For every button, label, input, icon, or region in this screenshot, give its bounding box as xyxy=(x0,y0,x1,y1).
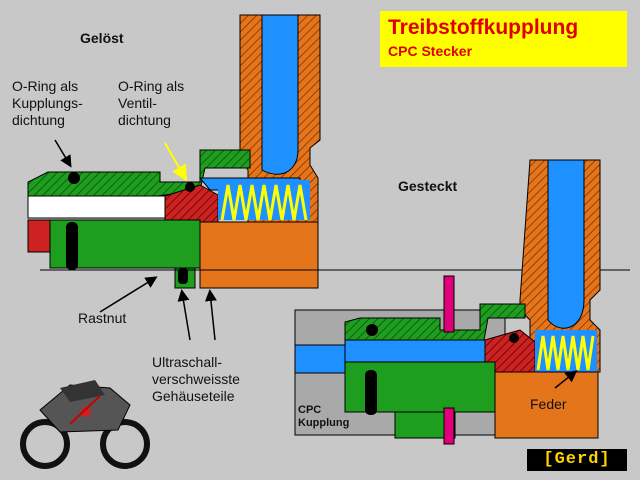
bottom-black-pin xyxy=(365,370,377,415)
gerd-logo: [Gerd] xyxy=(527,449,627,471)
label-geloest: Gelöst xyxy=(80,30,124,46)
bottom-blue-bore xyxy=(344,339,486,363)
label-ultraschall: Ultraschall- verschweisste Gehäuseteile xyxy=(152,354,240,404)
title-sub: CPC Stecker xyxy=(388,43,473,59)
top-black-pin xyxy=(66,222,78,270)
label-feder: Feder xyxy=(530,396,567,412)
leader-lines xyxy=(54,139,578,425)
bottom-oring-coupling xyxy=(366,324,378,336)
top-fuel-channel xyxy=(261,14,299,175)
top-assembly-released xyxy=(27,14,321,289)
top-white-bore xyxy=(27,195,169,219)
label-oring-kupplung: O-Ring als Kupplungs- dichtung xyxy=(12,78,83,128)
bottom-fuel-channel xyxy=(547,159,585,329)
motorcycle-thumbnail xyxy=(20,380,150,469)
top-oring-valve xyxy=(185,182,195,192)
top-red-stub xyxy=(27,219,51,253)
valve-oring-arrow xyxy=(164,142,187,182)
label-gesteckt: Gesteckt xyxy=(398,178,458,194)
top-green-housing xyxy=(27,149,251,197)
top-orange-block xyxy=(199,221,319,289)
magenta-latch-top xyxy=(443,275,455,333)
top-oring-coupling xyxy=(68,172,80,184)
bottom-blue-left-channel xyxy=(294,344,346,374)
magenta-latch-bottom xyxy=(443,407,455,445)
bottom-assembly-connected xyxy=(294,159,601,445)
top-spring xyxy=(220,184,308,221)
label-oring-ventil: O-Ring als Ventil- dichtung xyxy=(118,78,185,128)
label-cpc-kupplung: CPC Kupplung xyxy=(298,404,350,429)
title-main: Treibstoffkupplung xyxy=(388,16,579,39)
title-box: Treibstoffkupplung CPC Stecker xyxy=(380,11,627,67)
bottom-spring xyxy=(536,335,595,371)
bottom-orange-block xyxy=(494,371,599,439)
top-black-pin-small xyxy=(178,268,188,284)
label-rastnut: Rastnut xyxy=(78,310,127,326)
bottom-oring-valve xyxy=(509,333,519,343)
